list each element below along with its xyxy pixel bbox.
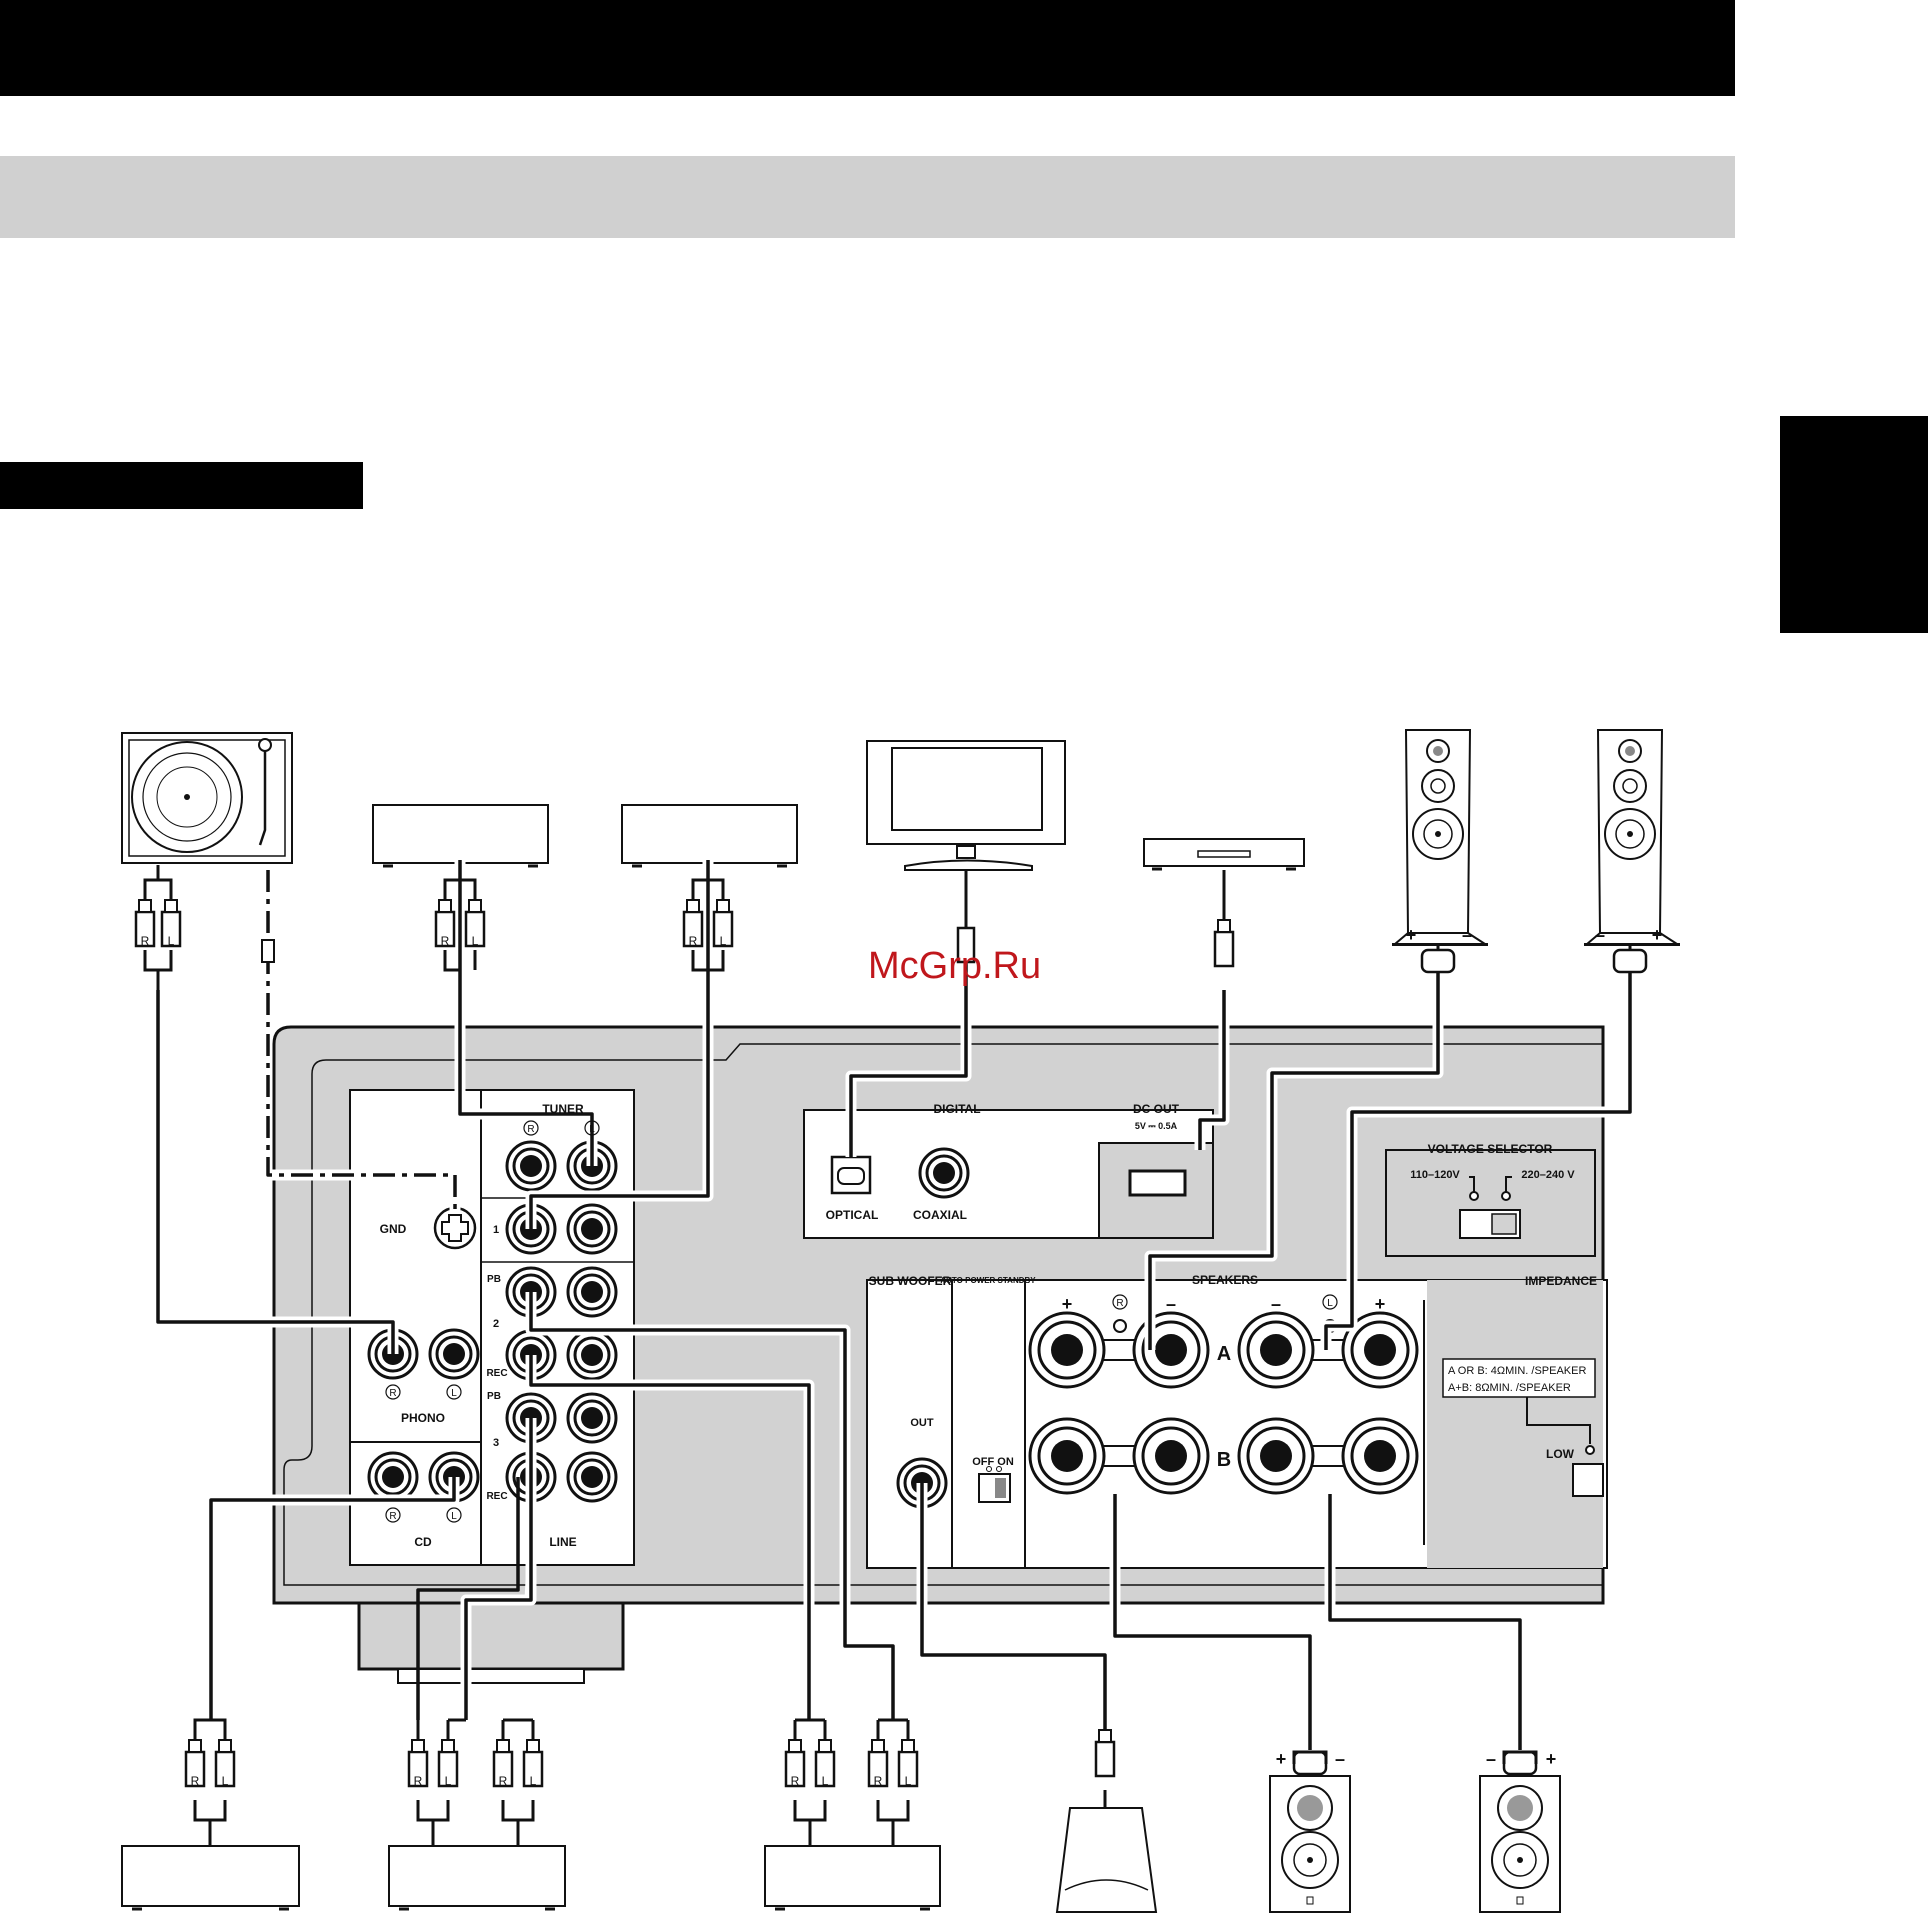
cd-label: CD [414,1535,432,1549]
turntable-icon [121,732,293,864]
panel-labels: TUNER GND PHONO CD LINE 1 PB 2 REC PB 3 … [380,925,1663,1769]
header-bar [0,0,1735,96]
impedance-note-1: A OR B: 4ΩMIN. /SPEAKER [1448,1365,1586,1377]
speaker-a-label: A [1217,1343,1231,1365]
cables [152,860,1636,1750]
svg-text:R: R [689,934,698,948]
svg-text:L: L [589,1124,595,1135]
cd-player-icon [121,1845,300,1911]
rear-l-minus: – [1335,1749,1345,1769]
speaker-plus-2: + [1375,1294,1386,1314]
section-bar [0,156,1735,238]
svg-text:R: R [1116,1298,1123,1309]
impedance-label: IMPEDANCE [1525,1274,1597,1288]
front-r-plus: + [1406,925,1417,945]
rec-label-2: REC [486,1491,507,1502]
svg-text:L: L [445,1774,452,1788]
svg-text:L: L [222,1774,229,1788]
rear-speaker-right-icon [1479,1750,1561,1913]
svg-text:L: L [168,934,175,948]
recorder-device-icon [388,1845,566,1911]
speaker-b-label: B [1217,1449,1231,1471]
line-1-label: 1 [493,1224,499,1236]
svg-text:L: L [451,1511,457,1522]
svg-text:R: R [499,1774,508,1788]
svg-text:L: L [720,934,727,948]
impedance-note-2: A+B: 8ΩMIN. /SPEAKER [1448,1382,1571,1394]
line-label: LINE [549,1535,576,1549]
cable-loops-bottom [193,1718,1522,1846]
rca-plug-letters: R L R L R L R L R L R L R L R L [141,934,912,1788]
dc-out-rating: 5V ⎓ 0.5A [1135,1121,1178,1131]
optical-label: OPTICAL [826,1208,879,1222]
speakers-label: SPEAKERS [1192,1273,1258,1287]
front-l-plus: + [1652,925,1663,945]
svg-text:R: R [527,1124,534,1135]
front-l-minus: – [1595,925,1605,945]
digital-label: DIGITAL [933,1102,980,1116]
rear-l-plus: + [1276,1749,1287,1769]
side-tab [1780,416,1928,633]
out-label: OUT [910,1417,934,1429]
tuner-device-icon [372,804,549,868]
svg-text:R: R [791,1774,800,1788]
voltage-high-label: 220–240 V [1521,1169,1575,1181]
svg-text:L: L [822,1774,829,1788]
tuner-label: TUNER [542,1102,584,1116]
svg-text:L: L [530,1774,537,1788]
pb-label-2: PB [487,1391,501,1402]
rear-r-minus: – [1486,1749,1496,1769]
svg-text:L: L [1327,1298,1333,1309]
line-2-label: 2 [493,1318,499,1330]
front-speaker-right-icon [1392,729,1488,946]
gnd-label: GND [380,1222,407,1236]
voltage-selector-label: VOLTAGE SELECTOR [1428,1142,1553,1156]
svg-text:R: R [389,1511,396,1522]
rear-r-plus: + [1546,1749,1557,1769]
line1-device-icon [621,804,798,868]
front-speaker-left-icon [1584,729,1680,946]
off-on-label: OFF ON [972,1456,1014,1468]
svg-text:L: L [905,1774,912,1788]
subwoofer-icon [1055,1807,1158,1913]
line-3-label: 3 [493,1437,499,1449]
voltage-low-label: 110–120V [1410,1169,1460,1181]
speaker-plus-1: + [1062,1294,1073,1314]
line2-device-icon [764,1845,941,1911]
rear-speaker-left-icon [1269,1750,1351,1913]
subsection-bar [0,462,363,509]
rec-label-1: REC [486,1368,507,1379]
speaker-minus-1: – [1166,1294,1176,1314]
phono-label: PHONO [401,1411,445,1425]
svg-text:L: L [472,934,479,948]
svg-text:L: L [451,1388,457,1399]
subwoofer-label: SUB WOOFER [869,1274,952,1288]
dc-out-label: DC OUT [1133,1102,1180,1116]
auto-power-standby-label: AUTO POWER STANDBY [940,1276,1036,1285]
tv-icon [866,740,1066,871]
front-r-minus: – [1462,925,1472,945]
speaker-minus-2: – [1271,1294,1281,1314]
svg-text:R: R [191,1774,200,1788]
svg-text:R: R [414,1774,423,1788]
pb-label-1: PB [487,1274,501,1285]
svg-text:R: R [141,934,150,948]
svg-text:R: R [389,1388,396,1399]
coaxial-device-icon [1143,838,1305,871]
low-label: LOW [1546,1447,1575,1461]
coaxial-label: COAXIAL [913,1208,967,1222]
svg-text:R: R [441,934,450,948]
watermark: McGrp.Ru [868,945,1041,987]
svg-text:R: R [874,1774,883,1788]
